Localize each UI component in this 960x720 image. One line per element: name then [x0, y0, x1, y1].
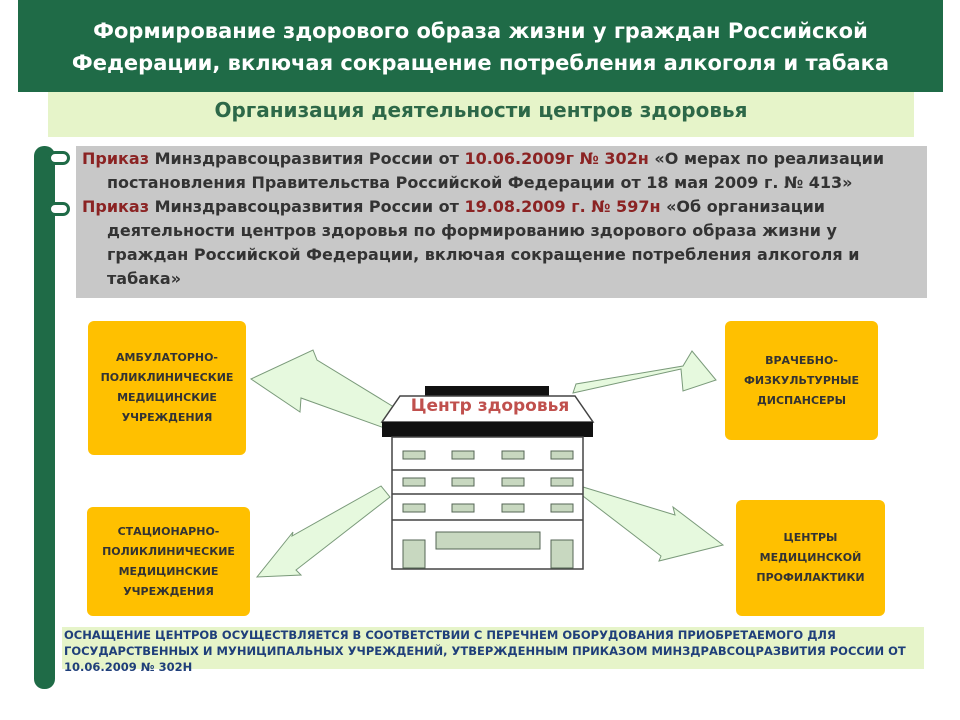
- arrow-to-bottom-right: [578, 486, 725, 562]
- slide-title: Формирование здорового образа жизни у гр…: [18, 0, 943, 92]
- order-1-date-number: 10.06.2009г № 302н: [464, 149, 649, 168]
- box-bottom-right: Центры медицинской профилактики: [736, 500, 885, 616]
- title-line-1: Формирование здорового образа жизни у гр…: [93, 19, 868, 43]
- box-top-right: Врачебно-физкультурные диспансеры: [725, 321, 878, 440]
- arrow-to-top-right: [572, 350, 717, 394]
- order-2-date-number: 19.08.2009 г. № 597н: [464, 197, 661, 216]
- order-item-2: Приказ Минздравсоцразвития России от 19.…: [82, 195, 917, 291]
- order-1-text: «О мерах по реализации постановления Пра…: [107, 149, 885, 192]
- center-label: Центр здоровья: [410, 396, 570, 416]
- orders-panel: Приказ Минздравсоцразвития России от 10.…: [76, 146, 927, 298]
- footer-note: Оснащение центров осуществляется в соотв…: [62, 627, 924, 674]
- building-icon: [380, 386, 595, 570]
- arrow-to-top-left: [249, 349, 403, 431]
- order-1-ministry: Минздравсоцразвития России от: [149, 149, 465, 168]
- box-top-left: Амбулаторно-поликлинические медицинские …: [88, 321, 246, 455]
- order-1-keyword: Приказ: [82, 149, 150, 168]
- order-item-1: Приказ Минздравсоцразвития России от 10.…: [82, 147, 917, 195]
- order-2-text: «Об организации деятельности центров здо…: [107, 197, 860, 288]
- slide-subtitle: Организация деятельности центров здоровь…: [48, 92, 914, 137]
- box-bottom-left: Стационарно-поликлинические медицинские …: [87, 507, 250, 616]
- arrow-to-bottom-left: [255, 485, 391, 578]
- order-2-keyword: Приказ: [82, 197, 150, 216]
- bullet-1: [48, 151, 70, 165]
- order-2-ministry: Минздравсоцразвития России от: [149, 197, 465, 216]
- title-line-2: Федерации, включая сокращение потреблени…: [71, 51, 890, 75]
- bullet-2: [48, 202, 70, 216]
- left-bracket-bar: [34, 146, 55, 689]
